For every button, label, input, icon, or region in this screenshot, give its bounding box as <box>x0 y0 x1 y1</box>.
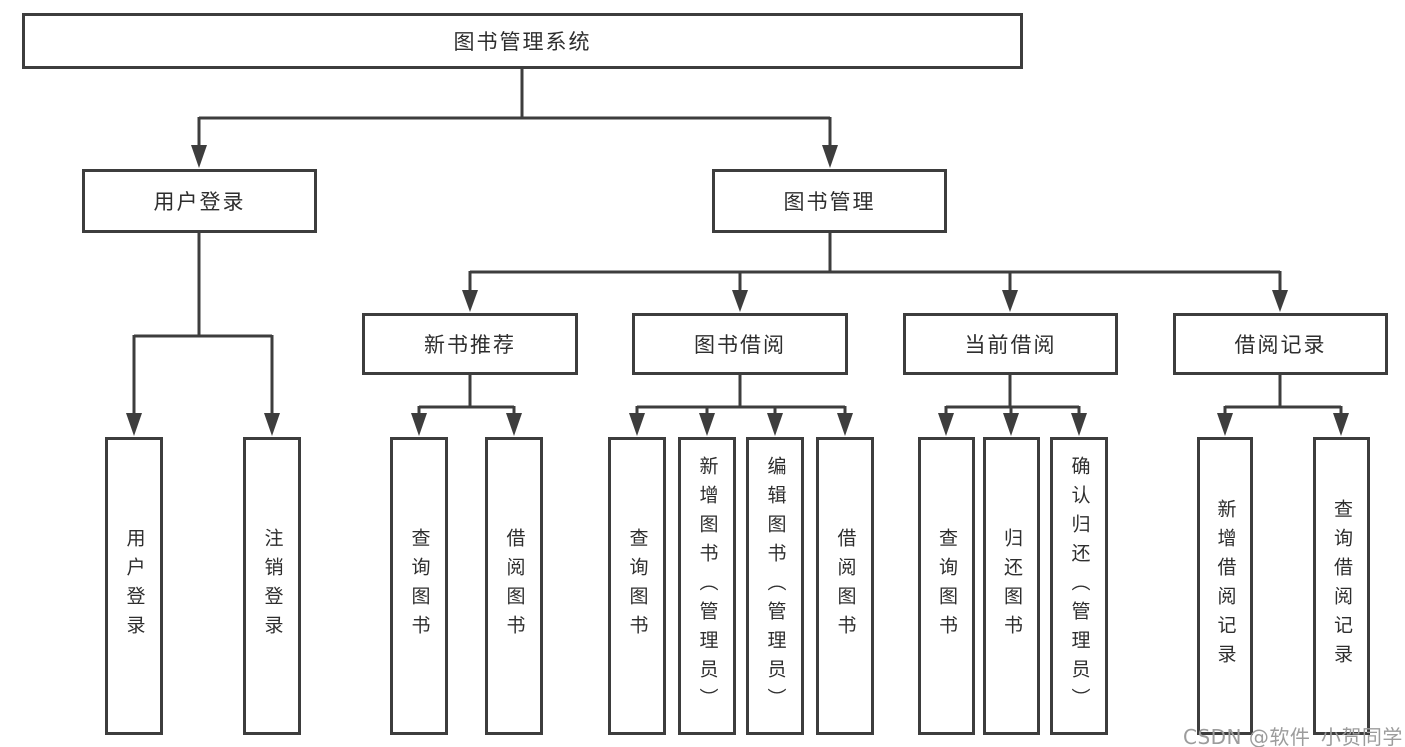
leaf-label: 归还图书 <box>1001 528 1023 644</box>
node-current-borrow: 当前借阅 <box>903 313 1118 375</box>
arrowheads <box>126 145 1349 436</box>
leaf-label: 新增图书（管理员） <box>696 455 719 717</box>
leaf-query-book-2: 查询图书 <box>608 437 666 735</box>
leaf-return-book: 归还图书 <box>983 437 1040 735</box>
leaf-label: 查询借阅记录 <box>1331 499 1353 673</box>
leaf-label: 用户登录 <box>123 528 146 644</box>
node-book-management: 图书管理 <box>712 169 947 233</box>
leaf-logout: 注销登录 <box>243 437 301 735</box>
leaf-label: 借阅图书 <box>834 528 857 644</box>
leaf-label: 编辑图书（管理员） <box>764 455 787 717</box>
leaf-edit-book-admin: 编辑图书（管理员） <box>746 437 804 735</box>
leaf-add-book-admin: 新增图书（管理员） <box>678 437 736 735</box>
leaf-borrow-book-1: 借阅图书 <box>485 437 543 735</box>
leaf-label: 查询图书 <box>936 528 958 644</box>
leaf-query-book-1: 查询图书 <box>390 437 448 735</box>
node-borrow-records: 借阅记录 <box>1173 313 1388 375</box>
node-book-borrow: 图书借阅 <box>632 313 848 375</box>
node-root: 图书管理系统 <box>22 13 1023 69</box>
leaf-label: 新增借阅记录 <box>1214 499 1237 673</box>
leaf-label: 查询图书 <box>626 528 649 644</box>
leaf-query-borrow-record: 查询借阅记录 <box>1313 437 1370 735</box>
leaf-confirm-return-admin: 确认归还（管理员） <box>1050 437 1108 735</box>
leaf-borrow-book-2: 借阅图书 <box>816 437 874 735</box>
leaf-label: 借阅图书 <box>503 528 526 644</box>
leaf-label: 注销登录 <box>261 528 284 644</box>
node-new-book-recommend: 新书推荐 <box>362 313 578 375</box>
leaf-query-book-3: 查询图书 <box>918 437 975 735</box>
leaf-add-borrow-record: 新增借阅记录 <box>1197 437 1253 735</box>
leaf-label: 查询图书 <box>408 528 431 644</box>
node-user-login: 用户登录 <box>82 169 317 233</box>
leaf-user-login: 用户登录 <box>105 437 163 735</box>
leaf-label: 确认归还（管理员） <box>1068 455 1091 717</box>
csdn-watermark: CSDN @软件_小贺同学 <box>1183 725 1403 747</box>
